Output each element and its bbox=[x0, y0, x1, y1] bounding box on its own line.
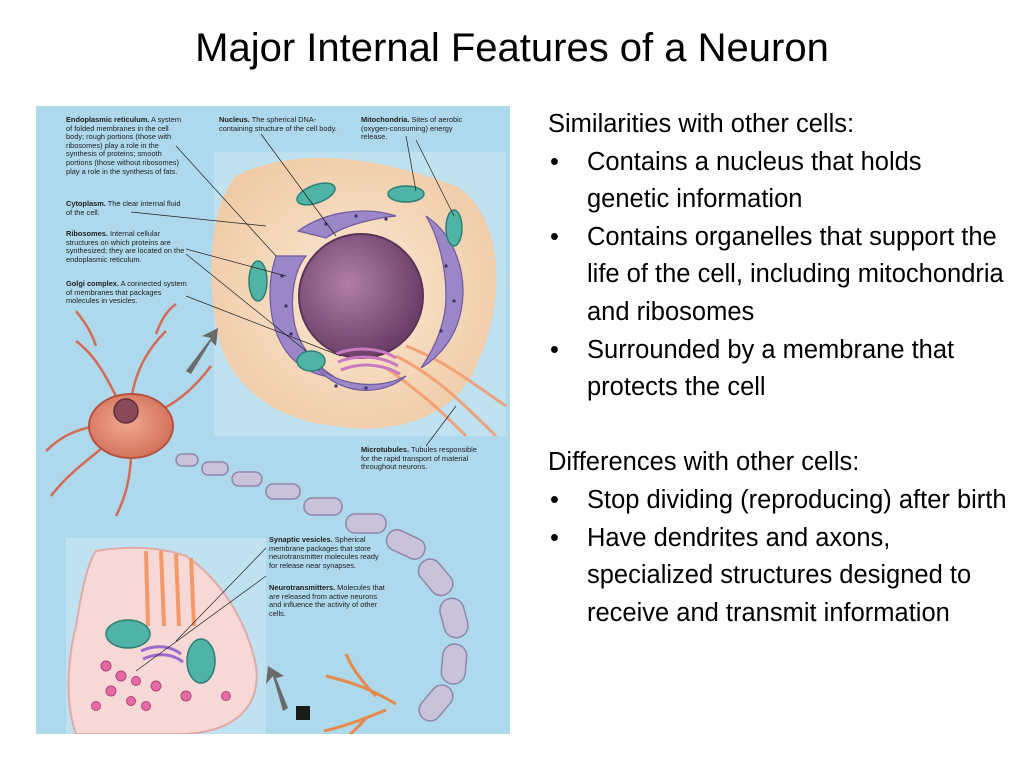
zoom-arrows bbox=[186, 328, 288, 711]
synaptic-vesicles bbox=[91, 660, 231, 711]
terminal-marker bbox=[296, 706, 310, 720]
bullet-icon: • bbox=[550, 335, 559, 364]
label-ribosomes: Ribosomes. Internal cellular structures … bbox=[66, 229, 185, 264]
bullet-icon: • bbox=[550, 222, 559, 251]
golgi-complex bbox=[335, 347, 401, 376]
neuron-soma bbox=[88, 393, 174, 459]
soma-nucleus bbox=[113, 398, 139, 424]
terminal-golgi bbox=[140, 645, 184, 664]
microtubule-fibres bbox=[385, 344, 507, 438]
bullet-icon: • bbox=[550, 485, 559, 514]
label-endoplasmic-reticulum: Endoplasmic reticulum. A system of folde… bbox=[66, 115, 182, 176]
list-item: •Stop dividing (reproducing) after birth bbox=[548, 482, 1008, 520]
label-cytoplasm: Cytoplasm. The clear internal fluid of t… bbox=[66, 199, 181, 217]
text-panel: Similarities with other cells: •Contains… bbox=[548, 106, 1008, 632]
axon-terminals bbox=[323, 653, 397, 734]
synaptic-terminal bbox=[67, 546, 258, 734]
label-golgi-complex: Golgi complex. A connected system of mem… bbox=[66, 279, 187, 306]
label-nucleus: Nucleus. The spherical DNA-containing st… bbox=[219, 115, 337, 133]
list-item: •Have dendrites and axons, specialized s… bbox=[548, 520, 1008, 633]
differences-heading: Differences with other cells: bbox=[548, 448, 860, 477]
label-synaptic-vesicles: Synaptic vesicles. Spherical membrane pa… bbox=[269, 535, 379, 570]
mitochondria bbox=[248, 182, 463, 372]
list-item: •Contains a nucleus that holds genetic i… bbox=[548, 144, 1008, 219]
endoplasmic-reticulum bbox=[269, 210, 464, 391]
label-microtubules: Microtubules. Tubules responsible for th… bbox=[361, 445, 477, 472]
neuron-illustration bbox=[45, 133, 507, 734]
bullet-icon: • bbox=[550, 523, 559, 552]
terminal-mitochondrion-left bbox=[105, 619, 151, 649]
terminal-microtubules bbox=[144, 550, 196, 627]
list-item: •Surrounded by a membrane that protects … bbox=[548, 332, 1008, 407]
section-spacer bbox=[548, 407, 1008, 445]
leader-lines bbox=[130, 133, 457, 672]
axon bbox=[175, 453, 469, 722]
nucleus bbox=[298, 233, 424, 359]
list-item: •Contains organelles that support the li… bbox=[548, 219, 1008, 332]
label-neurotransmitters: Neurotransmitters. Molecules that are re… bbox=[269, 583, 385, 618]
bullet-icon: • bbox=[550, 147, 559, 176]
differences-list: •Stop dividing (reproducing) after birth… bbox=[548, 482, 1008, 632]
similarities-heading: Similarities with other cells: bbox=[548, 110, 855, 138]
slide-title: Major Internal Features of a Neuron bbox=[195, 26, 829, 70]
label-mitochondria: Mitochondria. Sites of aerobic (oxygen-c… bbox=[361, 115, 463, 142]
similarities-list: •Contains a nucleus that holds genetic i… bbox=[548, 144, 1008, 407]
terminal-mitochondrion-right bbox=[186, 638, 216, 684]
neuron-diagram: Endoplasmic reticulum. A system of folde… bbox=[36, 106, 510, 734]
